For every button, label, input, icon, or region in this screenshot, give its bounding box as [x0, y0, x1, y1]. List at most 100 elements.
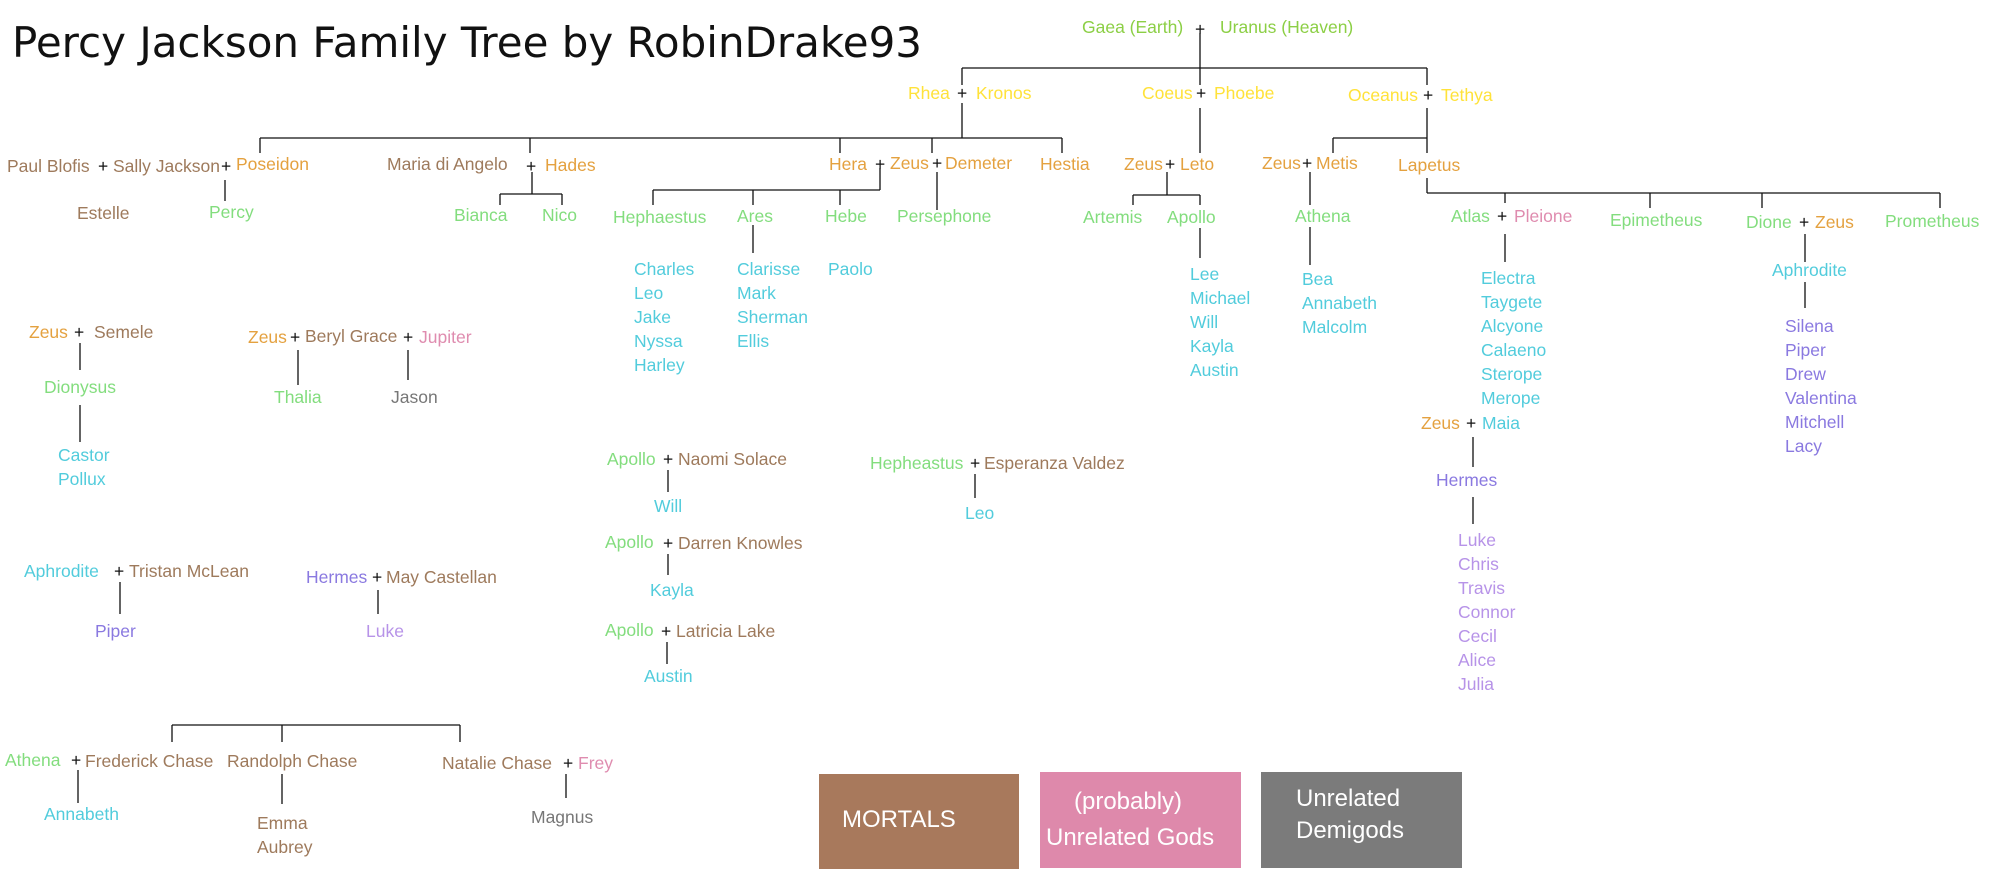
apollo-child-name: Austin — [1190, 360, 1239, 380]
plus-sign: + — [1466, 413, 1476, 433]
hephaestus-child-name: Nyssa — [634, 331, 683, 351]
piper-label: Piper — [95, 621, 136, 641]
connector-lines — [77, 33, 1941, 804]
darren-knowles-label: Darren Knowles — [678, 533, 803, 553]
pleiades-child-name: Sterope — [1481, 364, 1542, 384]
lapetus-label: Lapetus — [1398, 155, 1461, 175]
pleiades-child-name: Taygete — [1481, 292, 1542, 312]
plus-sign: + — [1165, 154, 1175, 174]
sally-jackson-label: Sally Jackson — [113, 156, 220, 176]
natalie-chase-label: Natalie Chase — [442, 753, 552, 773]
legend-mortals-label: MORTALS — [842, 806, 956, 833]
ares-child-name: Mark — [737, 283, 776, 303]
pleiades-child-name: Merope — [1481, 388, 1540, 408]
epimetheus-label: Epimetheus — [1610, 210, 1703, 230]
hermes-child-name: Travis — [1458, 578, 1505, 598]
aphrodite-child-name: Silena — [1785, 316, 1834, 336]
hermes-child-name: Cecil — [1458, 626, 1497, 646]
plus-sign: + — [663, 449, 673, 469]
apollo-label: Apollo — [605, 532, 654, 552]
pleiades-child-name: Electra — [1481, 268, 1536, 288]
athena-label: Athena — [1295, 206, 1351, 226]
demeter-label: Demeter — [945, 153, 1012, 173]
hermes-child-name: Chris — [1458, 554, 1499, 574]
tethya-label: Tethya — [1441, 85, 1493, 105]
zeus-label: Zeus — [1262, 153, 1301, 173]
apollo-label: Apollo — [607, 449, 656, 469]
ares-child-name: Ellis — [737, 331, 769, 351]
leto-label: Leto — [1180, 154, 1214, 174]
plus-sign: + — [1196, 83, 1206, 103]
dionysus-child-name: Castor — [58, 445, 110, 465]
hermes-label: Hermes — [1436, 470, 1498, 490]
hebe-child-name: Paolo — [828, 259, 873, 279]
aphrodite-child-name: Mitchell — [1785, 412, 1844, 432]
poseidon-label: Poseidon — [236, 154, 309, 174]
apollo-child-name: Kayla — [1190, 336, 1234, 356]
plus-sign: + — [1497, 206, 1507, 226]
hebe-children: Paolo — [828, 259, 873, 279]
plus-sign: + — [1302, 153, 1312, 173]
aphrodite-label: Aphrodite — [1772, 260, 1847, 280]
pleione-label: Pleione — [1514, 206, 1572, 226]
plus-sign: + — [932, 153, 942, 173]
tristan-mclean-label: Tristan McLean — [129, 561, 249, 581]
leo-label: Leo — [965, 503, 994, 523]
plus-sign: + — [71, 750, 81, 770]
jupiter-label: Jupiter — [419, 327, 472, 347]
latricia-lake-label: Latricia Lake — [676, 621, 775, 641]
aphrodite-label: Aphrodite — [24, 561, 99, 581]
pleiades-child-name: Alcyone — [1481, 316, 1543, 336]
zeus-label: Zeus — [1815, 212, 1854, 232]
aphrodite-child-name: Drew — [1785, 364, 1826, 384]
plus-sign: + — [98, 156, 108, 176]
austin-label: Austin — [644, 666, 693, 686]
plus-sign: + — [221, 156, 231, 176]
ares-child-name: Sherman — [737, 307, 808, 327]
legend-unrelated-demigods-line1: Unrelated — [1296, 785, 1400, 812]
jason-label: Jason — [391, 387, 438, 407]
legend-unrelated-gods-line1: (probably) — [1074, 788, 1182, 815]
plus-sign: + — [526, 156, 536, 176]
zeus-label: Zeus — [1124, 154, 1163, 174]
plus-sign: + — [1799, 212, 1809, 232]
plus-sign: + — [661, 621, 671, 641]
plus-sign: + — [957, 83, 967, 103]
paul-blofis-label: Paul Blofis — [7, 156, 90, 176]
thalia-label: Thalia — [274, 387, 322, 407]
magnus-label: Magnus — [531, 807, 594, 827]
aphrodite-child-name: Piper — [1785, 340, 1826, 360]
frey-label: Frey — [578, 753, 613, 773]
hades-label: Hades — [545, 155, 596, 175]
ares-label: Ares — [737, 206, 773, 226]
plus-sign: + — [74, 322, 84, 342]
hera-label: Hera — [829, 154, 867, 174]
zeus-label: Zeus — [248, 327, 287, 347]
semele-label: Semele — [94, 322, 153, 342]
kayla-label: Kayla — [650, 580, 694, 600]
plus-sign: + — [290, 327, 300, 347]
pleiades-child-name: Calaeno — [1481, 340, 1546, 360]
hephaestus-child-name: Jake — [634, 307, 671, 327]
zeus-label: Zeus — [890, 153, 929, 173]
nico-label: Nico — [542, 205, 577, 225]
plus-sign: + — [563, 753, 573, 773]
beryl-grace-label: Beryl Grace — [305, 326, 397, 346]
kronos-label: Kronos — [976, 83, 1032, 103]
hephaestus-child-name: Leo — [634, 283, 663, 303]
hebe-label: Hebe — [825, 206, 867, 226]
plus-sign: + — [403, 327, 413, 347]
will-label: Will — [654, 496, 682, 516]
may-castellan-label: May Castellan — [386, 567, 497, 587]
rhea-label: Rhea — [908, 83, 950, 103]
phoebe-label: Phoebe — [1214, 83, 1274, 103]
hermes-child-name: Alice — [1458, 650, 1496, 670]
uranus-label: Uranus (Heaven) — [1220, 17, 1353, 37]
bianca-label: Bianca — [454, 205, 508, 225]
